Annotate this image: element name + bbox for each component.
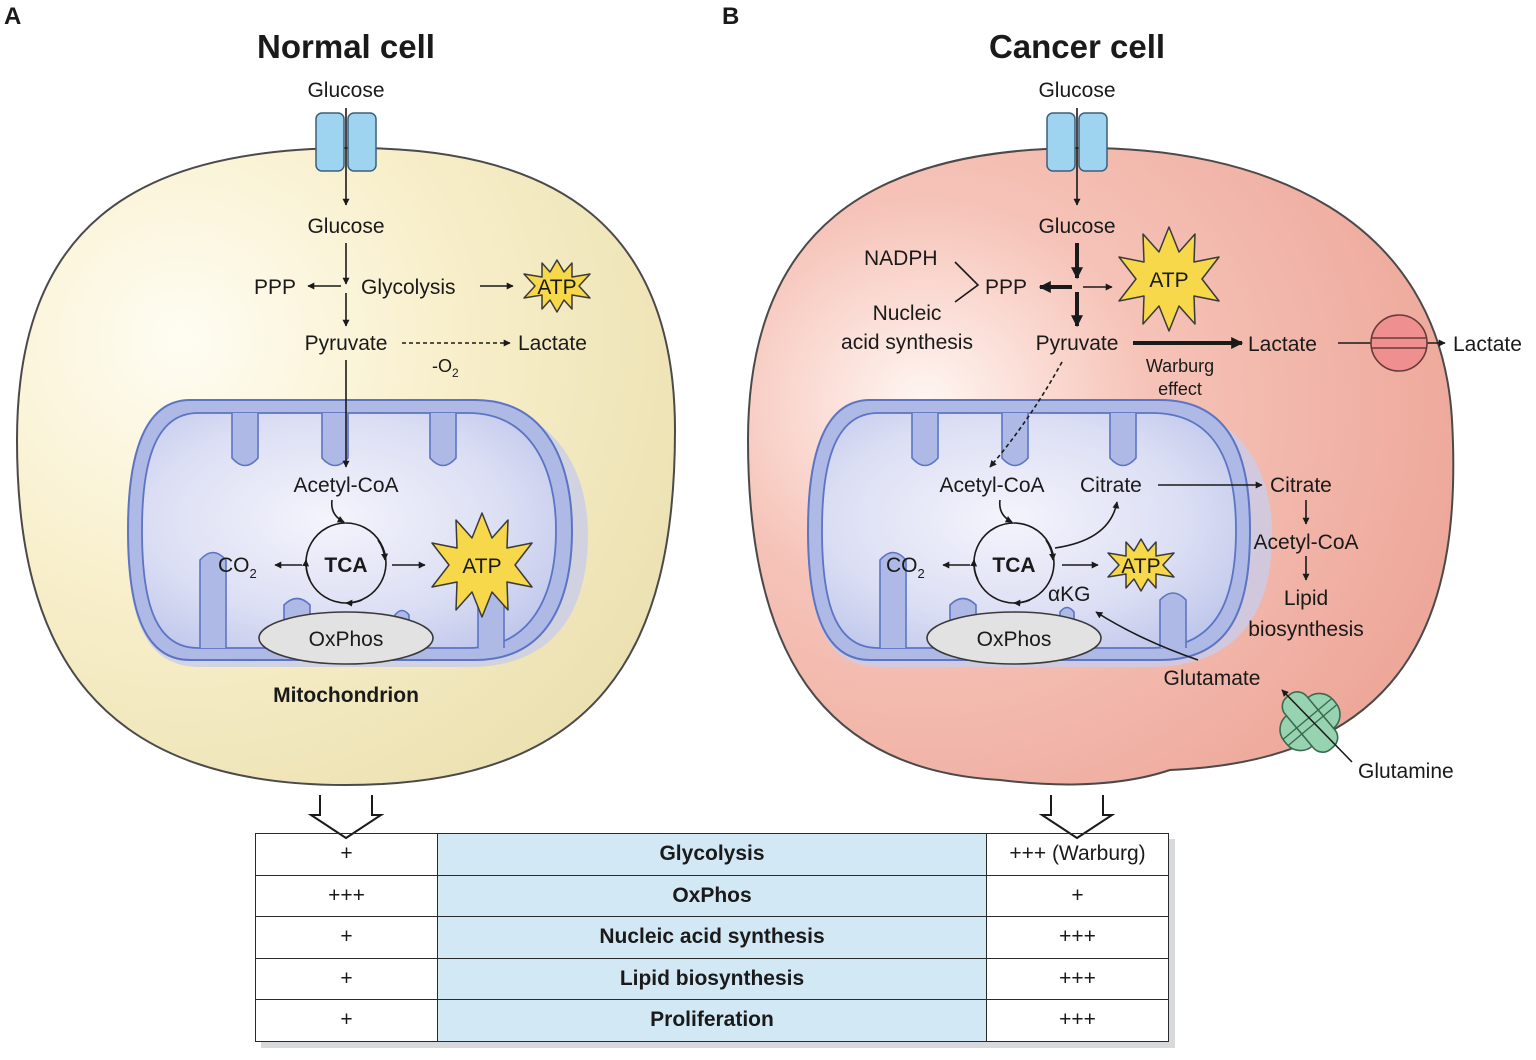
cancer-co2: CO2 (886, 554, 925, 581)
cancer-atp-glycolysis: ATP (1149, 269, 1188, 292)
atp-star-icon: ATP (523, 259, 591, 313)
atp-star-icon: ATP (1118, 226, 1220, 332)
arrow-glutamine-import (1281, 689, 1353, 763)
normal-pyruvate: Pyruvate (305, 332, 388, 355)
cancer-citrate-mito: Citrate (1080, 474, 1142, 497)
cancer-glucose-outside: Glucose (1038, 79, 1115, 102)
cancer-cell-title: Cancer cell (989, 28, 1165, 65)
down-arrow-cancer (1038, 795, 1116, 840)
cancer-tca: TCA (992, 554, 1035, 577)
cancer-lipid-line2: biosynthesis (1248, 618, 1364, 641)
cancer-glucose-inside: Glucose (1038, 215, 1115, 238)
cancer-glutamate: Glutamate (1164, 667, 1261, 690)
normal-co2: CO2 (218, 554, 257, 581)
normal-acetyl-coa: Acetyl-CoA (293, 474, 398, 497)
tca-arrow-left (970, 559, 979, 581)
tca-arrow-left (302, 559, 311, 581)
normal-value-cell: + (255, 957, 438, 1000)
normal-value-cell: +++ (255, 874, 438, 917)
tca-arrow-right (377, 539, 389, 561)
normal-value-cell: + (255, 999, 438, 1042)
normal-cell-title: Normal cell (257, 28, 435, 65)
normal-glycolysis: Glycolysis (361, 276, 456, 299)
normal-atp-tca: ATP (462, 555, 501, 578)
ppp-bracket (954, 261, 980, 303)
cancer-value-cell: +++ (986, 999, 1169, 1042)
cancer-value-cell: +++ (986, 916, 1169, 959)
panel-b-letter: B (722, 3, 739, 30)
panel-a-letter: A (4, 3, 21, 30)
normal-lactate: Lactate (518, 332, 587, 355)
table-row: + Glycolysis +++ (Warburg) (255, 833, 1169, 876)
process-cell: Nucleic acid synthesis (437, 916, 987, 959)
cancer-lactate-outside: Lactate (1453, 333, 1522, 356)
glucose-transporter-icon (315, 112, 377, 172)
atp-star-icon: ATP (1107, 538, 1175, 592)
table-row: +++ OxPhos + (255, 874, 1169, 917)
tca-arrow-bottom (345, 599, 363, 607)
cancer-acetyl-coa-mito: Acetyl-CoA (939, 474, 1044, 497)
arrow-acetylcoa-tca (998, 499, 1013, 523)
cancer-nucleic-line2: acid synthesis (841, 331, 973, 354)
cancer-value-cell: +++ (986, 957, 1169, 1000)
table-row: + Proliferation +++ (255, 999, 1169, 1042)
process-cell: OxPhos (437, 874, 987, 917)
warburg-line1: Warburg (1146, 356, 1214, 376)
cancer-ppp: PPP (985, 276, 1027, 299)
mitochondrion-label: Mitochondrion (273, 684, 419, 707)
cancer-atp-tca: ATP (1121, 555, 1160, 578)
cancer-acetyl-coa-cyto: Acetyl-CoA (1253, 531, 1358, 554)
cancer-nadph: NADPH (864, 247, 938, 270)
tca-to-citrate-arrow (1054, 501, 1120, 549)
cancer-mitochondrion (806, 399, 1272, 667)
glucose-transporter-icon (1046, 112, 1108, 172)
process-cell: Proliferation (437, 999, 987, 1042)
glutamine-transporter-icon (1279, 691, 1341, 753)
normal-glucose-outside: Glucose (307, 79, 384, 102)
normal-ppp: PPP (254, 276, 296, 299)
cancer-value-cell: + (986, 874, 1169, 917)
down-arrow-normal (307, 795, 385, 840)
normal-oxphos: OxPhos (309, 628, 384, 651)
normal-value-cell: + (255, 916, 438, 959)
cancer-nucleic-line1: Nucleic (873, 302, 942, 325)
normal-value-cell: + (255, 833, 438, 876)
lactate-transporter-icon (1370, 314, 1428, 372)
process-cell: Lipid biosynthesis (437, 957, 987, 1000)
cancer-lactate-inside: Lactate (1248, 333, 1317, 356)
comparison-table: + Glycolysis +++ (Warburg) +++ OxPhos + … (255, 833, 1169, 1042)
cancer-value-cell: +++ (Warburg) (986, 833, 1169, 876)
normal-glucose-inside: Glucose (307, 215, 384, 238)
normal-tca: TCA (324, 554, 367, 577)
cancer-akg: αKG (1048, 583, 1090, 606)
cancer-oxphos: OxPhos (977, 628, 1052, 651)
tca-arrow-right (1045, 539, 1057, 561)
normal-atp-glycolysis: ATP (537, 276, 576, 299)
minus-o2-label: -O2 (432, 356, 459, 380)
cancer-glutamine: Glutamine (1358, 760, 1454, 783)
atp-star-icon: ATP (431, 512, 533, 618)
cancer-pyruvate: Pyruvate (1036, 332, 1119, 355)
cancer-oxphos-ellipse (926, 611, 1102, 665)
normal-oxphos-ellipse (258, 611, 434, 665)
table-row: + Lipid biosynthesis +++ (255, 957, 1169, 1000)
cancer-lipid-line1: Lipid (1284, 587, 1328, 610)
arrow-acetylcoa-tca (330, 499, 345, 523)
warburg-line2: effect (1158, 379, 1202, 399)
cancer-citrate-cyto: Citrate (1270, 474, 1332, 497)
normal-mitochondrion (126, 399, 588, 667)
arrow-glutamate-akg (1095, 611, 1199, 661)
process-cell: Glycolysis (437, 833, 987, 876)
tca-arrow-bottom (1013, 599, 1031, 607)
arrow-pyruvate-acetylcoa-dashed (989, 361, 1063, 468)
table-row: + Nucleic acid synthesis +++ (255, 916, 1169, 959)
